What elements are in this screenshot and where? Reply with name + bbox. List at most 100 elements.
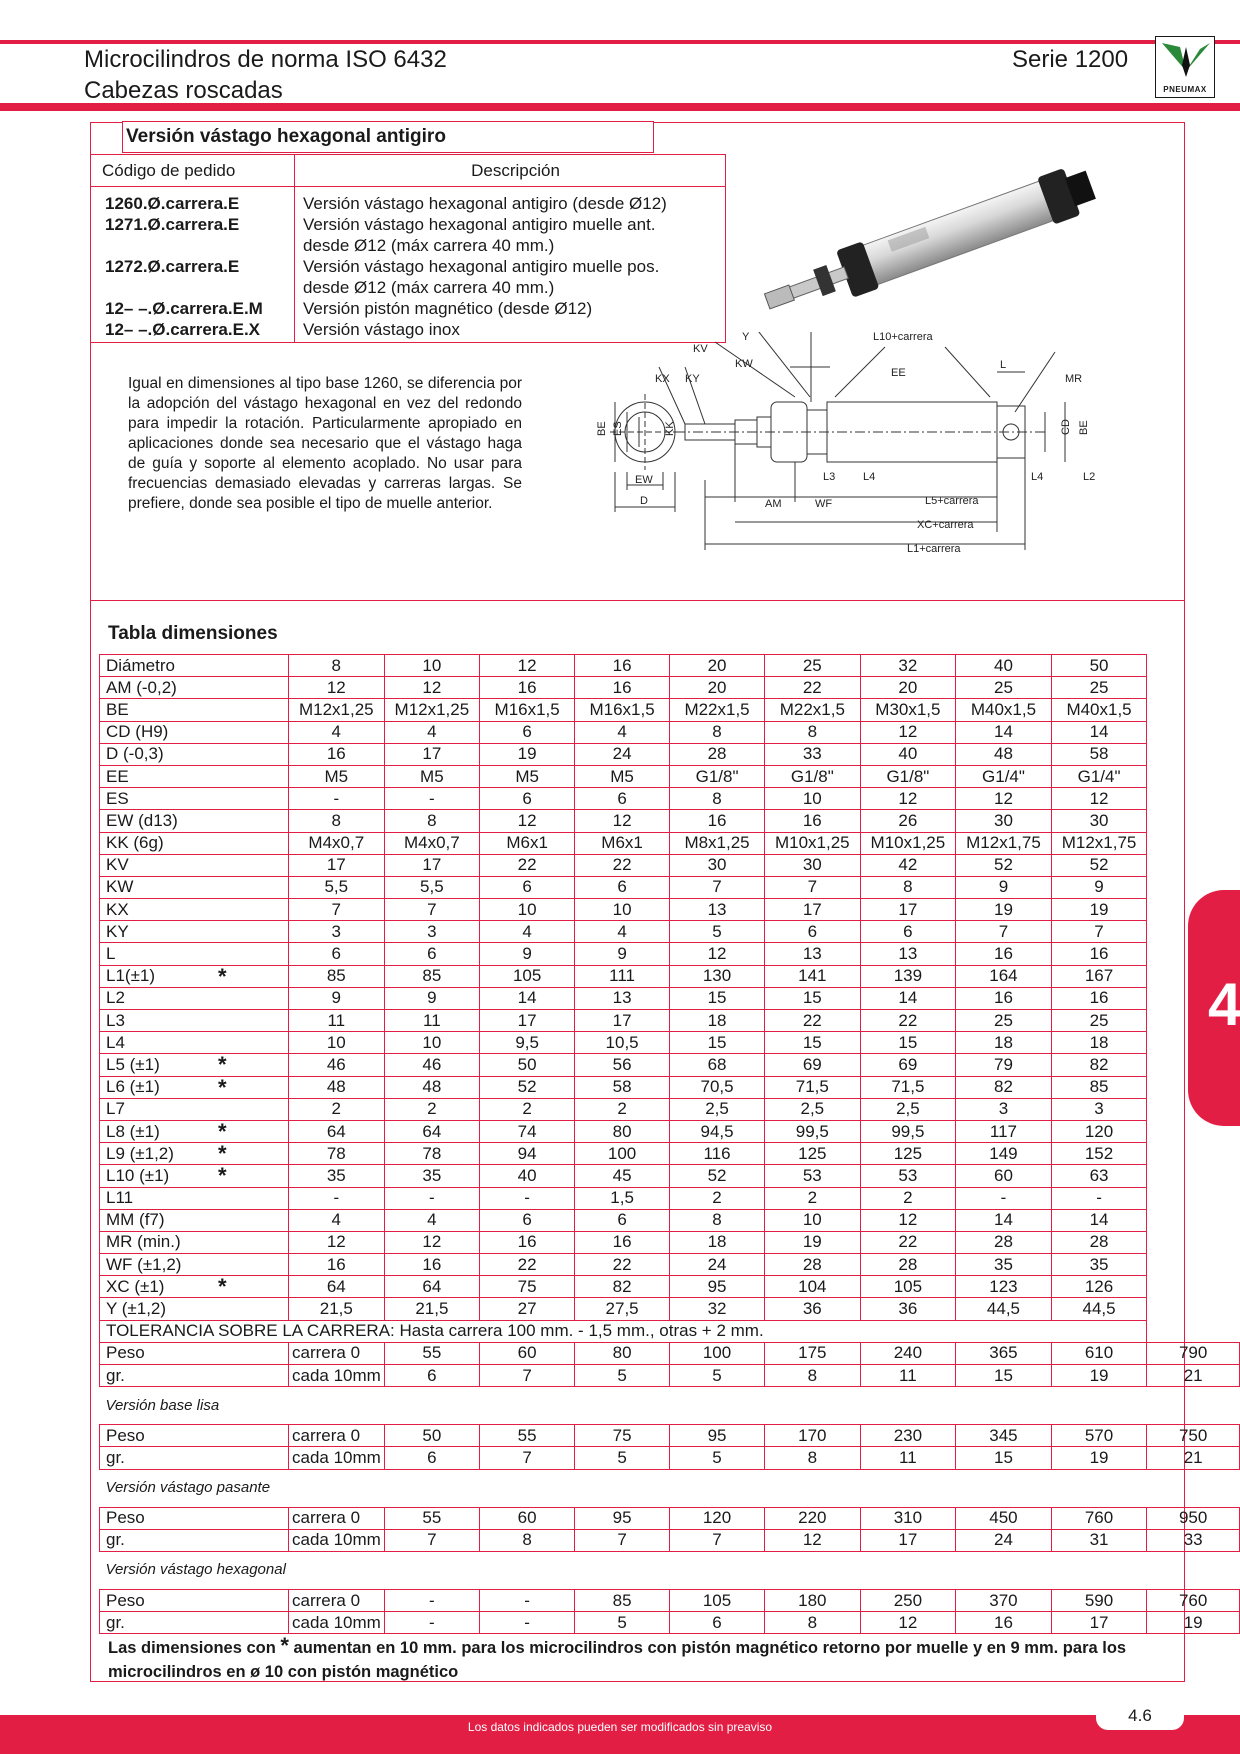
table-cell: 116	[669, 1142, 766, 1166]
table-cell: 11	[288, 1008, 385, 1033]
table-cell: 250	[859, 1588, 957, 1613]
table-cell: -	[383, 787, 481, 811]
dim-label-kk: KK	[664, 421, 676, 436]
table-cell: 16	[574, 653, 671, 678]
weight-group-title: Versión vástago hexagonal	[105, 1561, 286, 1579]
table-cell: 10	[764, 1208, 861, 1232]
table-cell: 82	[574, 1275, 671, 1299]
table-cell: 55	[479, 1424, 576, 1448]
table-cell: 36	[859, 1297, 957, 1321]
table-cell: 6	[479, 875, 576, 900]
row-label-cell: MM (f7)	[99, 1208, 289, 1232]
table-cell: 8	[764, 1611, 861, 1635]
row-label-cell: L1(±1)*	[99, 964, 289, 988]
table-cell: 12	[383, 676, 481, 700]
table-cell: 30	[764, 853, 861, 877]
order-desc: Versión pistón magnético (desde Ø12)	[303, 299, 593, 318]
table-cell: G1/4"	[1050, 764, 1148, 789]
row-label: L7	[106, 1099, 125, 1119]
row-label: L	[106, 944, 116, 964]
table-cell: 85	[383, 964, 481, 988]
dim-label-mr: MR	[1065, 373, 1082, 385]
table-cell: M4x0,7	[383, 831, 481, 855]
technical-drawing: KV Y L10+carrera KW EE L KX KY MR BE ES …	[585, 316, 1145, 572]
table-cell: 14	[955, 1208, 1052, 1232]
table-cell: 12	[1050, 787, 1148, 811]
table-cell: M22x1,5	[669, 698, 766, 722]
table-cell: -	[288, 787, 385, 811]
weight-sublabel: carrera 0	[288, 1341, 385, 1366]
table-cell: 17	[859, 1528, 957, 1552]
table-cell: 12	[955, 787, 1052, 811]
table-cell: 16	[288, 742, 385, 766]
table-cell: M16x1,5	[479, 698, 576, 722]
weight-sublabel: cada 10mm	[288, 1363, 385, 1388]
table-cell: 50	[383, 1424, 481, 1448]
table-cell: 760	[1050, 1506, 1148, 1530]
weight-group-header: Versión base lisa	[100, 1387, 1240, 1425]
weight-sublabel: cada 10mm	[288, 1528, 385, 1552]
table-cell: 28	[1050, 1230, 1148, 1255]
row-label: EE	[106, 766, 129, 786]
weight-label: Peso	[99, 1424, 289, 1448]
row-label-cell: KK (6g)	[99, 831, 289, 855]
table-cell: 12	[383, 1230, 481, 1255]
weight-label: Peso	[99, 1506, 289, 1530]
table-cell: 4	[574, 720, 671, 744]
table-cell: 5	[574, 1363, 671, 1388]
footer-disclaimer: Los datos indicados pueden ser modificad…	[467, 1720, 773, 1734]
table-cell: 48	[955, 742, 1052, 766]
table-cell: 28	[955, 1230, 1052, 1255]
row-label-cell: L8 (±1)*	[99, 1119, 289, 1144]
table-cell: 10	[479, 898, 576, 922]
table-cell: 105	[669, 1588, 766, 1613]
table-cell: M12x1,75	[955, 831, 1052, 855]
table-cell: 6	[859, 920, 957, 944]
table-cell: 24	[669, 1253, 766, 1277]
table-cell: 7	[479, 1446, 576, 1470]
table-cell: 8	[669, 720, 766, 744]
chapter-number: 4	[1208, 971, 1240, 1038]
row-label-cell: L6 (±1)*	[99, 1075, 289, 1099]
table-cell: M5	[479, 764, 576, 789]
section-separator	[90, 600, 1185, 601]
table-cell: 123	[955, 1275, 1052, 1299]
table-cell: 760	[1146, 1588, 1240, 1613]
table-cell: 55	[383, 1341, 481, 1366]
table-cell: M10x1,25	[859, 831, 957, 855]
series-label: Serie 1200	[1012, 46, 1129, 73]
table-cell: 10	[288, 1031, 385, 1055]
star-icon: *	[218, 1141, 227, 1167]
row-label: L4	[106, 1032, 125, 1052]
table-cell: 21,5	[288, 1297, 385, 1321]
table-cell: 95	[669, 1424, 766, 1448]
table-cell: 105	[859, 1275, 957, 1299]
table-cell: -	[1050, 1186, 1148, 1210]
table-cell: 152	[1050, 1142, 1148, 1166]
table-cell: 3	[955, 1097, 1052, 1121]
table-cell: 14	[479, 986, 576, 1011]
table-cell: 15	[669, 1031, 766, 1055]
table-cell: 12	[288, 676, 385, 700]
table-cell: 74	[479, 1119, 576, 1144]
table-cell: 17	[288, 853, 385, 877]
row-label: AM (-0,2)	[106, 677, 177, 697]
table-cell: 6	[574, 1208, 671, 1232]
table-cell: 50	[1050, 653, 1148, 678]
table-cell: 69	[859, 1053, 957, 1077]
dim-label-l3: L3	[823, 471, 835, 483]
table-cell: 4	[288, 1208, 385, 1232]
